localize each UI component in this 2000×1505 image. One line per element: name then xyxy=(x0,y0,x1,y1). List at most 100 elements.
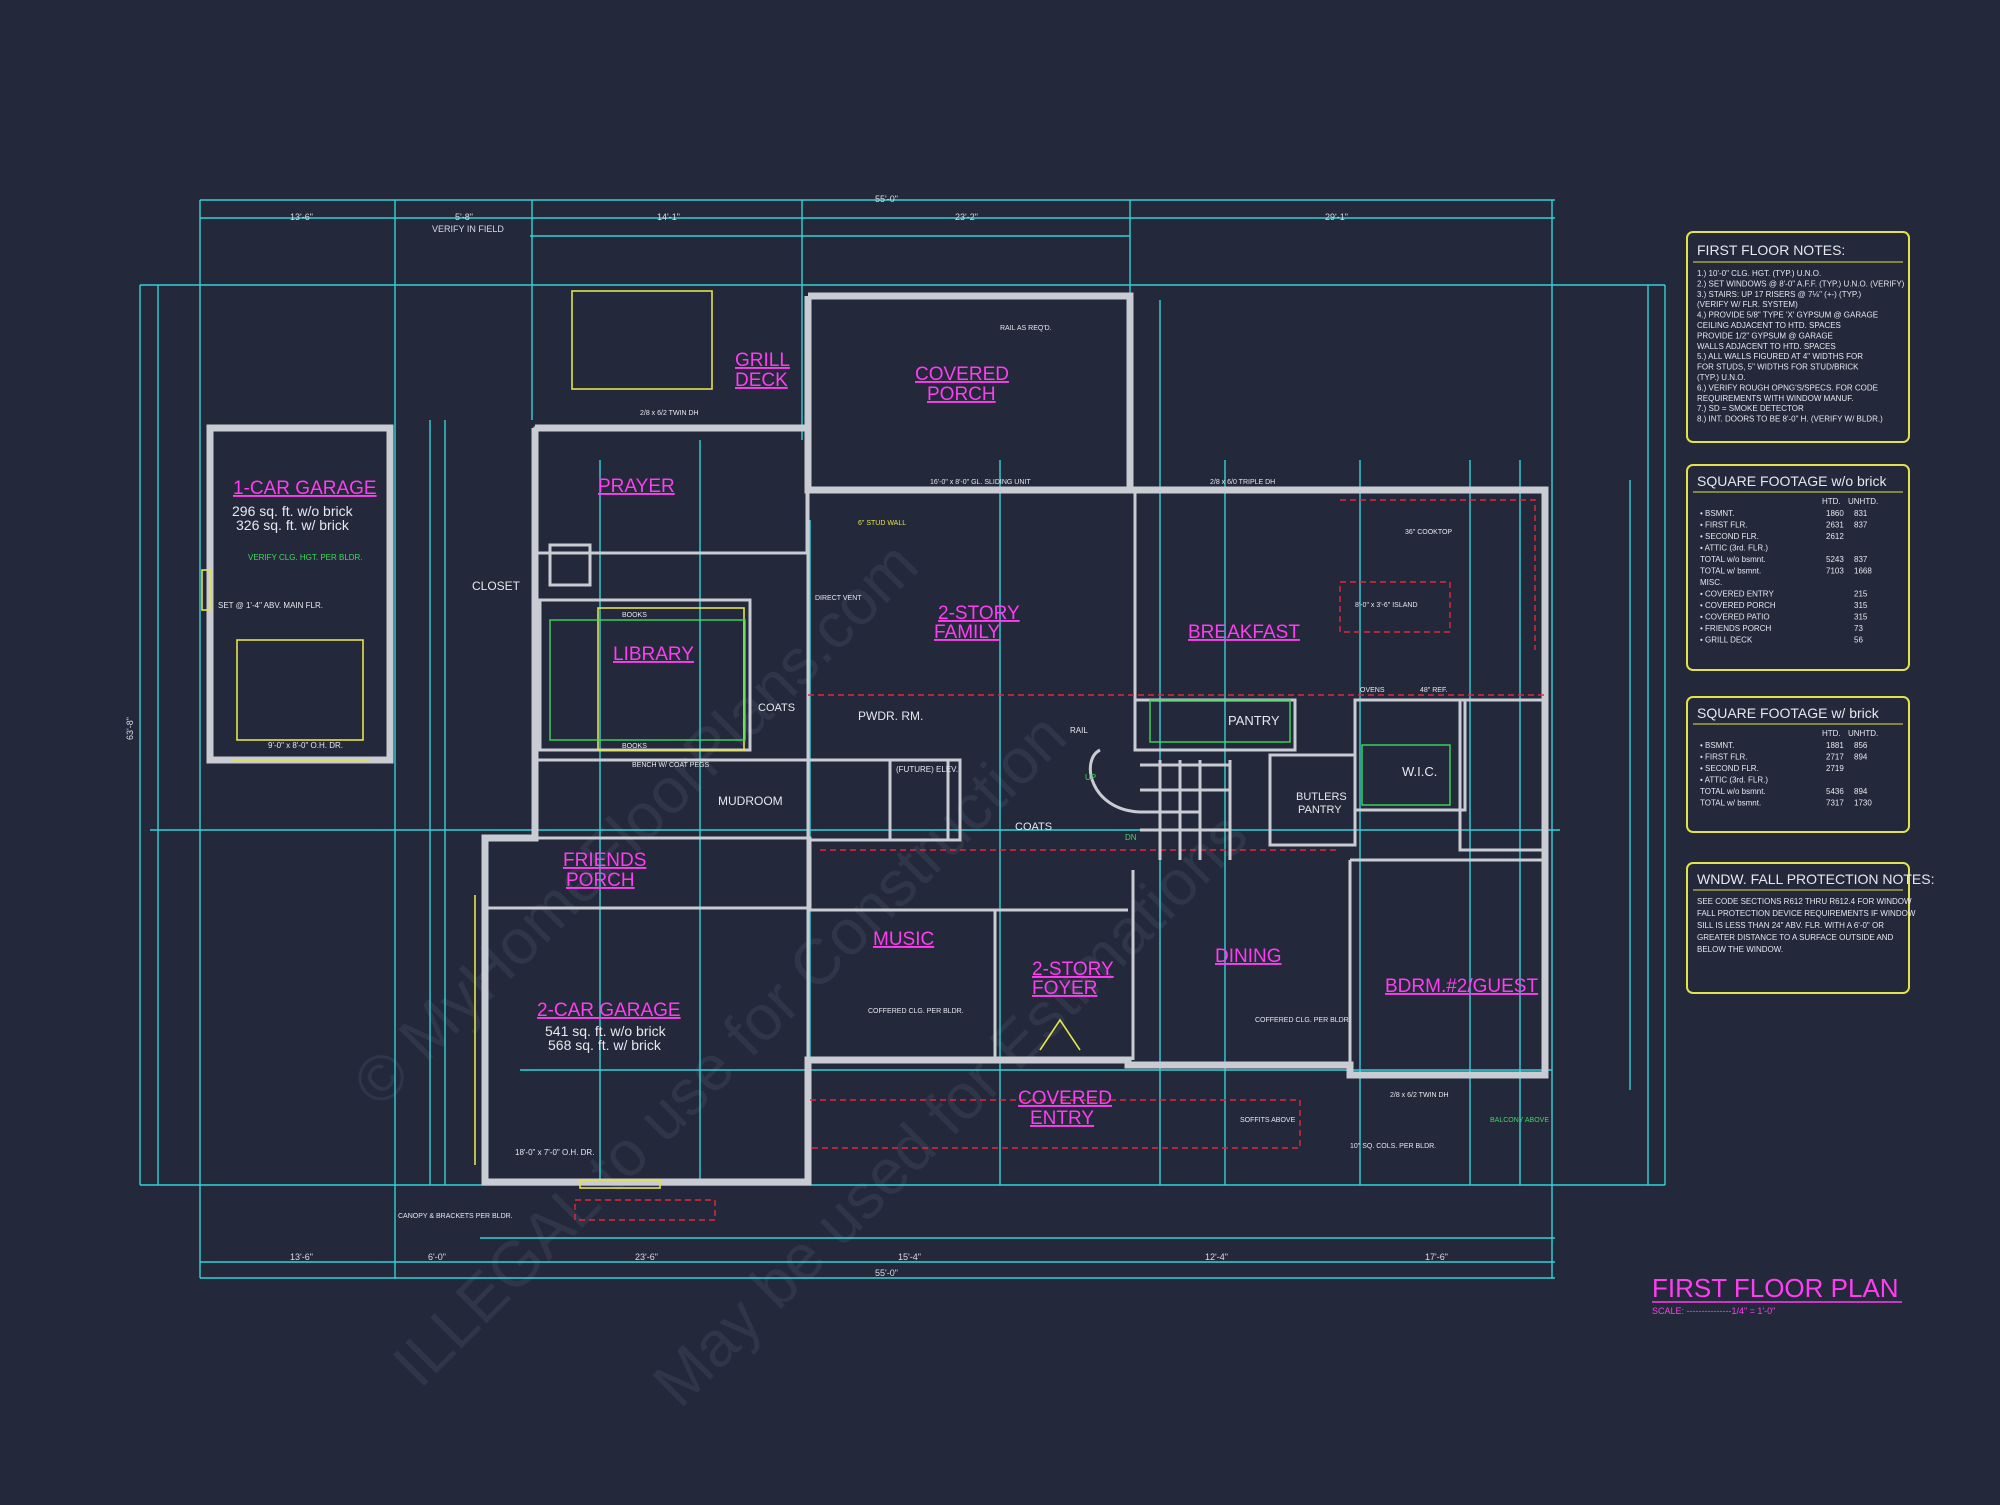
sqft-row-unhtd: 1730 xyxy=(1854,799,1872,808)
room-two-car-garage: 2-CAR GARAGE xyxy=(537,1000,681,1021)
sqft-row-label: MISC. xyxy=(1700,578,1722,587)
sqft-row-unhtd: 831 xyxy=(1854,509,1868,518)
label-ref: 48" REF. xyxy=(1420,687,1447,694)
sqft-row-label: • BSMNT. xyxy=(1700,509,1734,518)
window-notes-lines: SEE CODE SECTIONS R612 THRU R612.4 FOR W… xyxy=(1697,897,1916,954)
sqft-row-htd: 2612 xyxy=(1826,532,1844,541)
dimension-labels: 55'-0" 13'-6" 5'-8" 14'-1" 23'-2" 29'-1"… xyxy=(125,194,1448,1278)
label-rail-reqd: RAIL AS REQ'D. xyxy=(1000,325,1052,332)
label-coffered-1: COFFERED CLG. PER BLDR. xyxy=(868,1008,964,1015)
verify-clg-note: VERIFY CLG. HGT. PER BLDR. xyxy=(248,553,363,562)
sqft-row-unhtd: 837 xyxy=(1854,555,1868,564)
label-island: 8'-0" x 3'-6" ISLAND xyxy=(1355,602,1418,609)
sqft-row-htd: 1860 xyxy=(1826,509,1844,518)
label-cooktop: 36" COOKTOP xyxy=(1405,529,1452,536)
dim-13-6-top: 13'-6" xyxy=(290,212,313,222)
sqft-row-unhtd: 73 xyxy=(1854,624,1863,633)
garage-door-1: 9'-0" x 8'-0" O.H. DR. xyxy=(268,741,343,750)
sqft-row-label: • COVERED ENTRY xyxy=(1700,590,1774,599)
sqft-row-label: • SECOND FLR. xyxy=(1700,764,1759,773)
room-dining: DINING xyxy=(1215,946,1282,967)
plan-title-block: FIRST FLOOR PLAN SCALE: ---------------1… xyxy=(1652,1273,1902,1316)
sqft-row-label: TOTAL w/ bsmnt. xyxy=(1700,567,1761,576)
garage-door-2: 18'-0" x 7'-0" O.H. DR. xyxy=(515,1148,594,1157)
sqft-row-label: TOTAL w/o bsmnt. xyxy=(1700,555,1766,564)
label-books-1: BOOKS xyxy=(622,612,647,619)
sqft-wo-col-htd: HTD. xyxy=(1822,497,1841,506)
room-entry-2: ENTRY xyxy=(1030,1108,1094,1129)
room-foyer-2: FOYER xyxy=(1032,978,1097,999)
dim-29-1: 29'-1" xyxy=(1325,212,1348,222)
notes-line: 2.) SET WINDOWS @ 8'-0" A.F.F. (TYP.) U.… xyxy=(1697,279,1905,288)
label-coffered-2: COFFERED CLG. PER BLDR. xyxy=(1255,1017,1351,1024)
sqft-row-unhtd: 1668 xyxy=(1854,567,1872,576)
notes-line: (VERIFY W/ FLR. SYSTEM) xyxy=(1697,300,1798,309)
dim-17-6: 17'-6" xyxy=(1425,1252,1448,1262)
window-fall-notes-panel: WNDW. FALL PROTECTION NOTES: SEE CODE SE… xyxy=(1686,862,1935,994)
room-grill-deck-2: DECK xyxy=(735,370,788,391)
sqft-row-label: • SECOND FLR. xyxy=(1700,532,1759,541)
notes-line: 6.) VERIFY ROUGH OPNG'S/SPECS. FOR CODE xyxy=(1697,383,1878,392)
room-mudroom: MUDROOM xyxy=(718,794,783,808)
sqft-row-unhtd: 894 xyxy=(1854,787,1868,796)
sqft-row-htd: 5436 xyxy=(1826,787,1844,796)
sqft-w-col-unhtd: UNHTD. xyxy=(1848,729,1878,738)
room-covered-porch-2: PORCH xyxy=(927,384,996,405)
room-friends-2: PORCH xyxy=(566,870,635,891)
sqft-row-label: • ATTIC (3rd. FLR.) xyxy=(1700,776,1768,785)
label-twin-2: 2/8 x 6/2 TWIN DH xyxy=(1390,1092,1449,1099)
label-balcony: BALCONY ABOVE xyxy=(1490,1117,1549,1124)
set-at-note: SET @ 1'-4" ABV. MAIN FLR. xyxy=(218,601,323,610)
room-library: LIBRARY xyxy=(613,644,694,665)
sqft-row-unhtd: 315 xyxy=(1854,601,1868,610)
sqft-row-htd: 2719 xyxy=(1826,764,1844,773)
room-pantry: PANTRY xyxy=(1228,713,1280,728)
sqft-row-htd: 1881 xyxy=(1826,741,1844,750)
notes-line: FOR STUDS, 5" WIDTHS FOR STUD/BRICK xyxy=(1697,363,1859,372)
sqft-wo-col-unhtd: UNHTD. xyxy=(1848,497,1878,506)
room-wic: W.I.C. xyxy=(1402,764,1437,779)
sqft-wo-title: SQUARE FOOTAGE w/o brick xyxy=(1697,473,1888,489)
notes-line: 4.) PROVIDE 5/8" TYPE 'X' GYPSUM @ GARAG… xyxy=(1697,311,1878,320)
notes-line: WALLS ADJACENT TO HTD. SPACES xyxy=(1697,342,1836,351)
room-entry-1: COVERED xyxy=(1018,1088,1112,1109)
label-closet: CLOSET xyxy=(472,579,521,593)
dim-13-6-bottom: 13'-6" xyxy=(290,1252,313,1262)
sqft-row-label: • BSMNT. xyxy=(1700,741,1734,750)
room-pwdr: PWDR. RM. xyxy=(858,709,923,723)
label-sliding: 16'-0" x 8'-0" GL. SLIDING UNIT xyxy=(930,479,1031,486)
watermark: © MyHomeFloorPlans.com ILLEGAL to use fo… xyxy=(339,528,1261,1420)
notes-lines: 1.) 10'-0" CLG. HGT. (TYP.) U.N.O.2.) SE… xyxy=(1697,269,1905,424)
verify-in-field: VERIFY IN FIELD xyxy=(432,224,504,234)
notes-line: (TYP.) U.N.O. xyxy=(1697,373,1746,382)
label-bench: BENCH W/ COAT PEGS xyxy=(632,762,709,769)
sqft-row-htd: 7317 xyxy=(1826,799,1844,808)
sqft-row-label: • COVERED PATIO xyxy=(1700,613,1770,622)
sqft-row-label: • ATTIC (3rd. FLR.) xyxy=(1700,544,1768,553)
dim-63-8: 63'-8" xyxy=(125,717,135,740)
dim-5-8: 5'-8" xyxy=(455,212,473,222)
window-note-line: GREATER DISTANCE TO A SURFACE OUTSIDE AN… xyxy=(1697,933,1894,942)
window-note-line: FALL PROTECTION DEVICE REQUIREMENTS IF W… xyxy=(1697,909,1916,918)
notes-line: 5.) ALL WALLS FIGURED AT 4" WIDTHS FOR xyxy=(1697,352,1863,361)
dim-23-6: 23'-6" xyxy=(635,1252,658,1262)
label-up: UP xyxy=(1085,773,1096,782)
sqft-w-title: SQUARE FOOTAGE w/ brick xyxy=(1697,705,1880,721)
room-prayer: PRAYER xyxy=(598,476,675,497)
sqft-row-unhtd: 315 xyxy=(1854,613,1868,622)
sqft-row-unhtd: 856 xyxy=(1854,741,1868,750)
window-note-line: SILL IS LESS THAN 24" ABV. FLR. WITH A 6… xyxy=(1697,921,1884,930)
notes-line: CEILING ADJACENT TO HTD. SPACES xyxy=(1697,321,1841,330)
dim-12-4: 12'-4" xyxy=(1205,1252,1228,1262)
sqft-row-unhtd: 215 xyxy=(1854,590,1868,599)
room-one-car-garage: 1-CAR GARAGE xyxy=(233,478,377,499)
sqft-row-label: • FIRST FLR. xyxy=(1700,521,1748,530)
two-car-sqft-w: 568 sq. ft. w/ brick xyxy=(548,1037,662,1053)
notes-line: 3.) STAIRS: UP 17 RISERS @ 7⅛" (+-) (TYP… xyxy=(1697,290,1861,299)
plan-title: FIRST FLOOR PLAN xyxy=(1652,1273,1899,1303)
room-bdrm: BDRM.#2/GUEST xyxy=(1385,976,1538,997)
sqft-row-label: TOTAL w/o bsmnt. xyxy=(1700,787,1766,796)
